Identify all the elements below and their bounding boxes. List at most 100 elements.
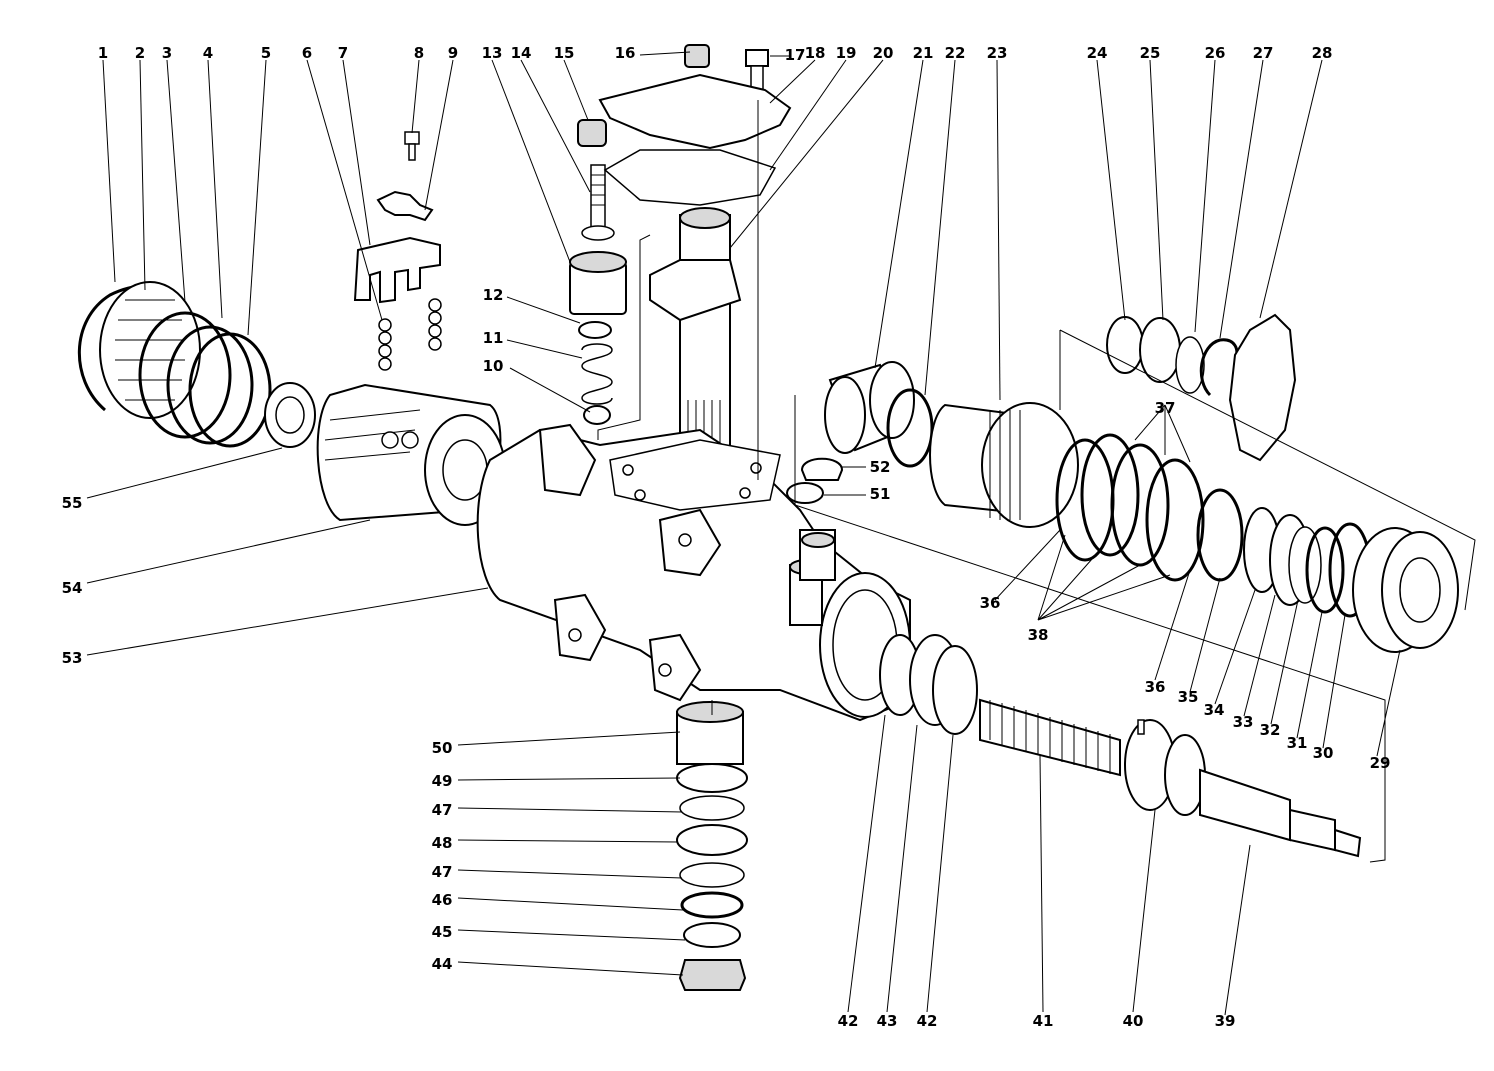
callout-41: 41: [1033, 1012, 1054, 1030]
callout-38: 38: [1028, 626, 1049, 644]
callout-40: 40: [1123, 1012, 1144, 1030]
callout-27: 27: [1253, 44, 1274, 62]
callout-1: 1: [98, 44, 108, 62]
callout-4: 4: [203, 44, 213, 62]
callout-20: 20: [873, 44, 894, 62]
callout-35: 35: [1178, 688, 1199, 706]
part-5-ring: [188, 332, 272, 448]
part-19-gasket: [603, 149, 777, 206]
part-16-nut: [684, 44, 710, 68]
leader-lines: [86, 51, 1401, 1016]
callout-2: 2: [135, 44, 145, 62]
callout-25: 25: [1140, 44, 1161, 62]
callout-42-right: 42: [917, 1012, 938, 1030]
callout-10: 10: [483, 357, 504, 375]
part-24-seal: [1106, 316, 1144, 374]
part-44-nut: [678, 959, 747, 991]
callout-7: 7: [338, 44, 348, 62]
callout-16: 16: [615, 44, 636, 62]
callout-28: 28: [1312, 44, 1333, 62]
callout-36-lower: 36: [1145, 678, 1166, 696]
callout-45: 45: [432, 923, 453, 941]
callout-43: 43: [877, 1012, 898, 1030]
callout-54: 54: [62, 579, 83, 597]
part-12-washer: [578, 321, 612, 339]
callout-11: 11: [483, 329, 504, 347]
part-10-disc: [583, 405, 611, 425]
part-28-lock-nut: [1228, 313, 1297, 462]
callout-49: 49: [432, 772, 453, 790]
assembly-guide-lines: [597, 100, 1476, 863]
part-3-o-ring: [138, 311, 232, 439]
callout-46: 46: [432, 891, 453, 909]
part-54-valve-housing: [316, 383, 506, 526]
part-49-seal: [676, 763, 748, 793]
part-47-washer-b: [679, 862, 745, 888]
callout-19: 19: [836, 44, 857, 62]
callout-13: 13: [482, 44, 503, 62]
part-8-screw: [404, 131, 420, 161]
part-37-38-seal-rings: [1055, 433, 1205, 582]
callout-30: 30: [1313, 744, 1334, 762]
part-29-end-plug: [1352, 527, 1459, 653]
callout-24: 24: [1087, 44, 1108, 62]
part-32-bearing-race: [1288, 526, 1322, 604]
part-39-input-shaft: [1199, 768, 1362, 858]
part-13-adjuster: [569, 251, 627, 315]
callout-39: 39: [1215, 1012, 1236, 1030]
callout-numbers: 1 2 3 4 5 6 7 8 9 13 14 15 16 17 18 19 2…: [62, 44, 1391, 1030]
part-25-bearing: [1139, 317, 1181, 383]
part-47-washer: [679, 795, 745, 821]
part-46-snap-ring: [680, 891, 744, 919]
callout-48: 48: [432, 834, 453, 852]
part-23-rack-piston: [929, 402, 1079, 528]
part-52-plug: [800, 457, 844, 481]
callout-32: 32: [1260, 721, 1281, 739]
part-42-thrust-washer-b: [932, 645, 978, 735]
part-35-washer: [1196, 488, 1244, 582]
callout-18: 18: [805, 44, 826, 62]
part-51-plug: [786, 482, 824, 504]
part-53-gear-housing: [476, 423, 911, 722]
callout-6: 6: [302, 44, 312, 62]
callout-34: 34: [1204, 701, 1225, 719]
part-20-sector-shaft: [649, 207, 742, 456]
callout-15: 15: [554, 44, 575, 62]
part-40-valve-body: [1124, 719, 1206, 816]
callout-33: 33: [1233, 713, 1254, 731]
part-31-ring: [1305, 526, 1345, 614]
callout-47-upper: 47: [432, 801, 453, 819]
part-26-washer: [1175, 336, 1205, 394]
callout-44: 44: [432, 955, 453, 973]
part-50-bearing: [676, 701, 744, 765]
part-9-clamp: [376, 190, 434, 222]
callout-21: 21: [913, 44, 934, 62]
callout-9: 9: [448, 44, 458, 62]
callout-53: 53: [62, 649, 83, 667]
callout-23: 23: [987, 44, 1008, 62]
callout-8: 8: [414, 44, 424, 62]
part-48-seal: [676, 824, 748, 856]
callout-51: 51: [870, 485, 891, 503]
callout-12: 12: [483, 286, 504, 304]
part-11-spring: [581, 343, 613, 405]
callout-52: 52: [870, 458, 891, 476]
callout-31: 31: [1287, 734, 1308, 752]
callout-50: 50: [432, 739, 453, 757]
part-55-adapter: [264, 382, 316, 448]
callout-3: 3: [162, 44, 172, 62]
callout-22: 22: [945, 44, 966, 62]
callout-47-lower: 47: [432, 863, 453, 881]
part-6-balls: [378, 298, 442, 371]
part-18-side-cover: [598, 73, 792, 150]
part-7-ball-guide: [353, 236, 441, 304]
callout-17: 17: [785, 46, 806, 64]
callout-55: 55: [62, 494, 83, 512]
callout-42-left: 42: [838, 1012, 859, 1030]
callout-29: 29: [1370, 754, 1391, 772]
part-21-cage: [824, 361, 915, 454]
callout-36-upper: 36: [980, 594, 1001, 612]
callout-14: 14: [511, 44, 532, 62]
part-15-nut: [577, 119, 607, 147]
